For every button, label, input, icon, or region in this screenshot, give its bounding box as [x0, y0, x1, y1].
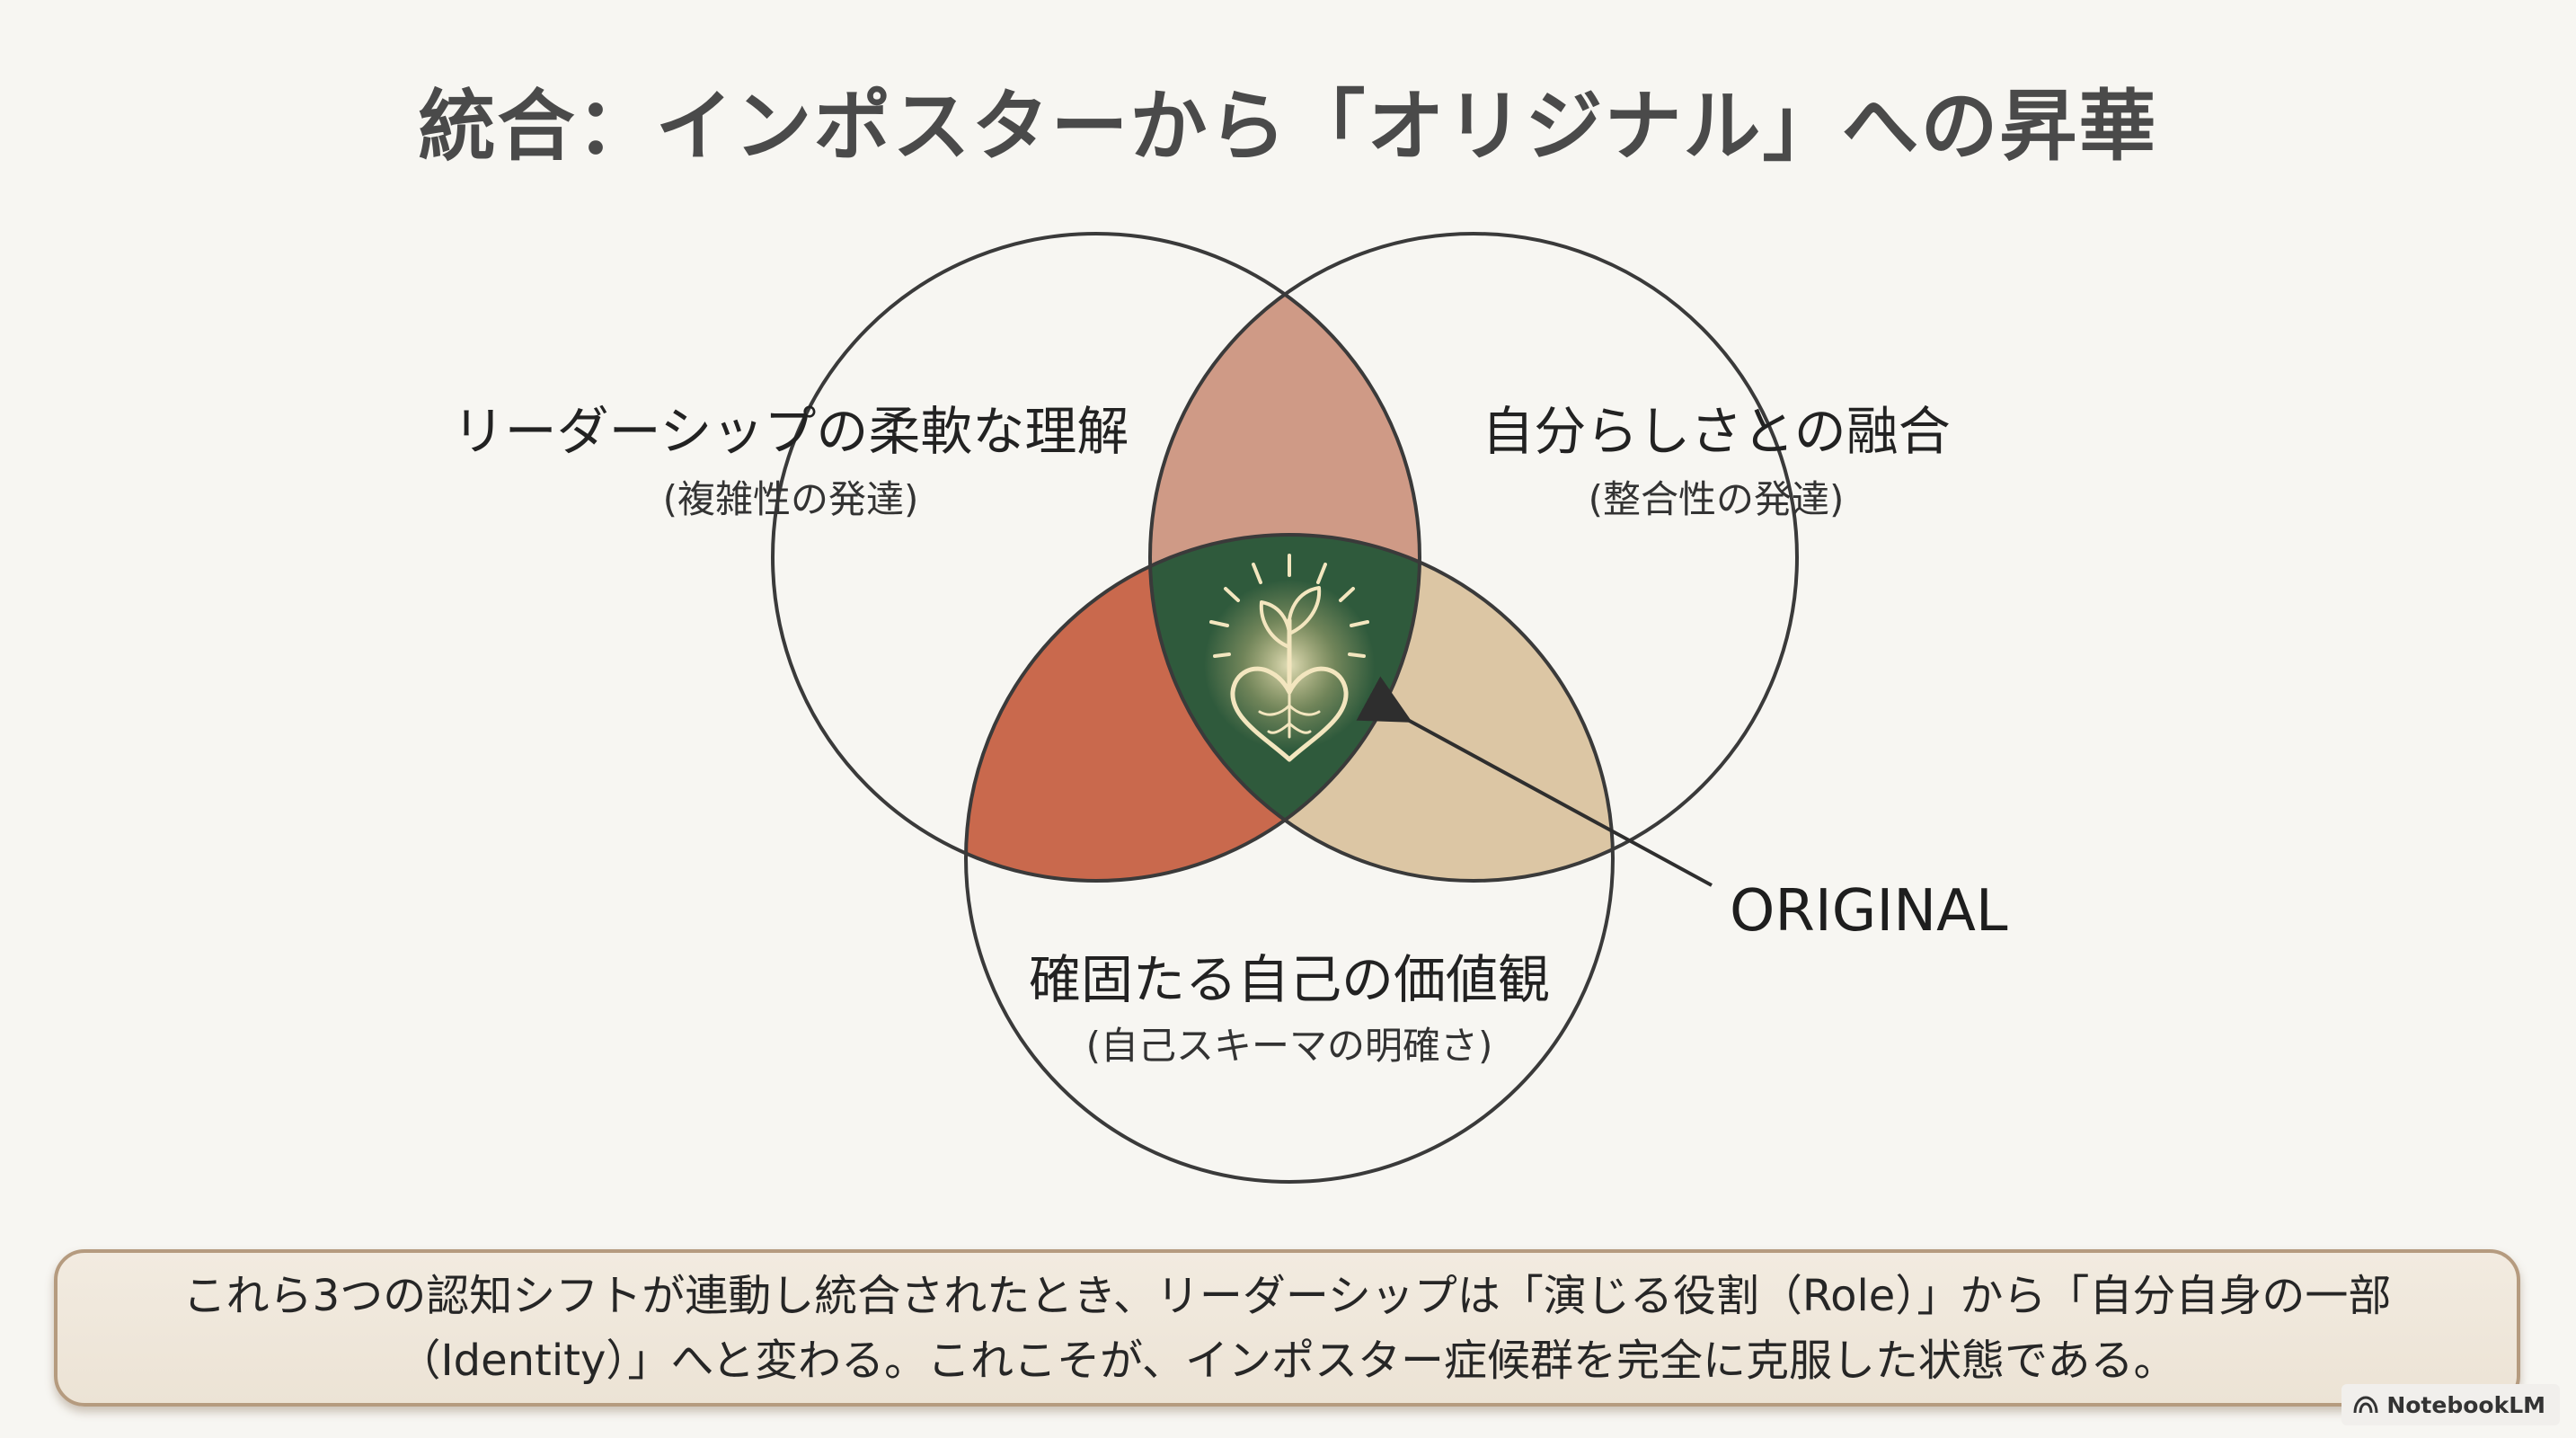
circle-bottom: [964, 533, 1615, 1184]
watermark-label: NotebookLM: [2386, 1391, 2545, 1418]
circle-top-left-label: リーダーシップの柔軟な理解: [453, 401, 1129, 462]
original-label: ORIGINAL: [1730, 878, 2008, 945]
summary-callout: これら3つの認知シフトが連動し統合されたとき、リーダーシップは「演じる役割（Ro…: [54, 1249, 2520, 1407]
circle-bottom-label: 確固たる自己の価値観: [1029, 949, 1550, 1010]
circle-top-left: [771, 232, 1421, 883]
circle-top-right-sublabel: (整合性の発達): [1589, 477, 1845, 521]
circle-top-left-sublabel: (複雑性の発達): [663, 477, 919, 521]
circle-top-right: [1148, 232, 1799, 883]
notebooklm-logo-icon: [2353, 1396, 2378, 1414]
original-pointer-arrow: [1356, 676, 1713, 887]
circle-top-right-label: 自分らしさとの融合: [1482, 401, 1950, 462]
slide-title: 統合：インポスターから「オリジナル」への昇華: [418, 82, 2158, 172]
notebooklm-watermark: NotebookLM: [2341, 1384, 2560, 1425]
sprouting-heart-icon: [1204, 554, 1375, 762]
circle-bottom-sublabel: (自己スキーマの明確さ): [1086, 1024, 1493, 1068]
summary-callout-text: これら3つの認知シフトが連動し統合されたとき、リーダーシップは「演じる役割（Ro…: [182, 1270, 2392, 1386]
